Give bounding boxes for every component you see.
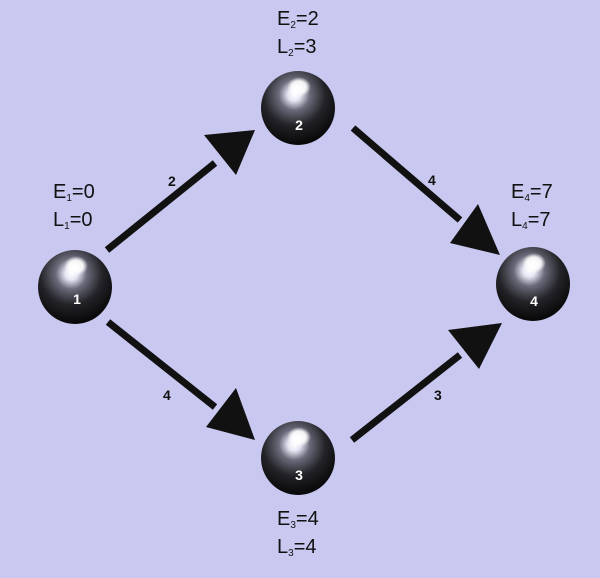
node-3-annotation: E3=4 L3=4 xyxy=(277,505,319,561)
edge-weight-1-2: 2 xyxy=(168,173,176,189)
edge-1-3 xyxy=(105,319,255,440)
node-2: 2 xyxy=(261,71,335,145)
arrowhead xyxy=(450,204,500,255)
edge-weight-1-3: 4 xyxy=(163,387,171,403)
node-3-earliest: E3=4 xyxy=(277,508,319,531)
edge-weight-3-4: 3 xyxy=(434,387,442,403)
node-sphere xyxy=(496,247,570,321)
node-highlight xyxy=(287,427,311,447)
edge-3-4 xyxy=(349,323,502,443)
node-1-latest: L1=0 xyxy=(53,209,93,232)
node-1-earliest: E1=0 xyxy=(53,181,95,204)
node-2-annotation: E2=2 L2=3 xyxy=(277,5,319,61)
arrowhead xyxy=(204,130,255,175)
node-sphere xyxy=(261,71,335,145)
node-2-latest: L2=3 xyxy=(277,36,317,59)
arrowhead xyxy=(448,323,502,369)
node-4-label: 4 xyxy=(530,293,538,309)
node-4: 4 xyxy=(496,247,570,321)
arrowhead xyxy=(206,388,255,440)
node-4-latest: L4=7 xyxy=(511,209,551,232)
node-highlight xyxy=(287,77,311,97)
node-highlight xyxy=(64,256,88,276)
node-2-earliest: E2=2 xyxy=(277,8,319,31)
node-4-earliest: E4=7 xyxy=(511,181,553,204)
edge-2-4 xyxy=(350,125,500,255)
node-1: 1 xyxy=(38,250,112,324)
node-sphere xyxy=(261,421,335,495)
node-3-label: 3 xyxy=(295,467,303,483)
node-1-annotation: E1=0 L1=0 xyxy=(53,178,95,234)
node-3: 3 xyxy=(261,421,335,495)
node-3-latest: L3=4 xyxy=(277,536,317,559)
node-4-annotation: E4=7 L4=7 xyxy=(511,178,553,234)
edge-weight-2-4: 4 xyxy=(428,172,436,188)
node-sphere xyxy=(38,250,112,324)
node-highlight xyxy=(522,253,546,273)
edge-1-2 xyxy=(104,130,255,253)
node-2-label: 2 xyxy=(295,117,303,133)
node-1-label: 1 xyxy=(73,291,81,307)
